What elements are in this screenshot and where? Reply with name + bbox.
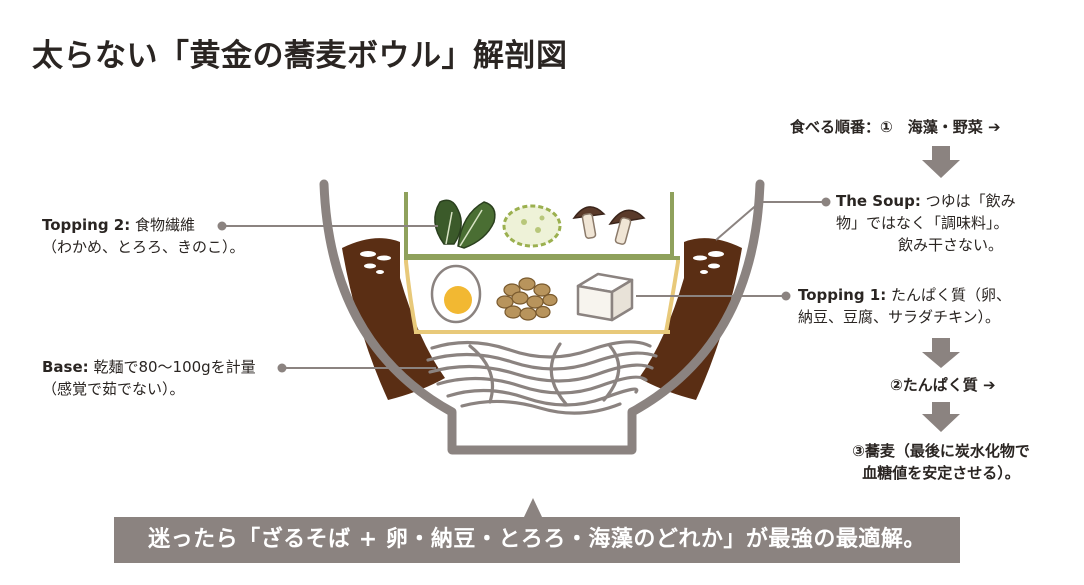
base-title: Base: [42,358,89,376]
down-arrow-icon [922,338,960,368]
leader-dots [217,197,831,373]
tororo-icon [502,204,562,248]
soup-detail-1: 物」ではなく「調味料」。 [836,214,1009,232]
topping1-title: Topping 1: [798,286,887,304]
soup-left [342,238,445,400]
step3-line1: ③蕎麦（最後に炭水化物で [852,442,1030,460]
soup-highlights [360,251,724,274]
mushroom-icon [572,206,646,245]
right-arrow-icon: ➔ [987,118,1001,136]
right-arrow-icon: ➔ [982,376,996,394]
soup-label: The Soup: つゆは「飲み 物」ではなく「調味料」。 飲み干さない。 [836,190,1016,256]
topping1-detail: 納豆、豆腐、サラダチキン）。 [798,308,1001,326]
topping1-label: Topping 1: たんぱく質（卵、 納豆、豆腐、サラダチキン）。 [798,284,1011,328]
soup-title: The Soup: [836,192,921,210]
leader-lines [222,201,826,369]
soup-detail-2: 飲み干さない。 [898,236,1004,254]
noodles [426,340,658,415]
step3-label: ③蕎麦（最後に炭水化物で 血糖値を安定させる）。 [830,440,1052,484]
page-title: 太らない「黄金の蕎麦ボウル」解剖図 [32,38,568,74]
soup-text: つゆは「飲み [925,192,1016,210]
natto-icon [496,277,558,321]
step3-line2: 血糖値を安定させる）。 [862,464,1020,482]
down-arrow-icon [922,402,960,432]
egg-icon [430,264,482,324]
topping2-label: Topping 2: 食物繊維 （わかめ、とろろ、きのこ）。 [42,214,245,258]
topping2-title: Topping 2: [42,216,131,234]
topping2-text: 食物繊維 [135,216,196,234]
step2-label: ②たんぱく質 ➔ [890,374,996,396]
topping2-detail: （わかめ、とろろ、きのこ）。 [42,238,245,256]
seaweed-icon [434,199,496,249]
down-arrow-icon [922,146,960,178]
order-heading-text: 食べる順番：① 海藻・野菜 [790,118,983,136]
topping1-text: たんぱく質（卵、 [891,286,1012,304]
step2-text: ②たんぱく質 [890,376,978,394]
base-detail: （感覚で茹でない）。 [42,380,185,398]
tofu-icon [576,272,634,322]
order-heading: 食べる順番：① 海藻・野菜 ➔ [790,116,1001,138]
banner-pointer [524,498,542,517]
base-text: 乾麺で80〜100gを計量 [93,358,256,376]
base-label: Base: 乾麺で80〜100gを計量 （感覚で茹でない）。 [42,356,256,400]
summary-banner: 迷ったら「ざるそば + 卵・納豆・とろろ・海藻のどれか」が最強の最適解。 [114,517,960,563]
bowl-outline [319,179,765,455]
soup-right [639,238,742,400]
